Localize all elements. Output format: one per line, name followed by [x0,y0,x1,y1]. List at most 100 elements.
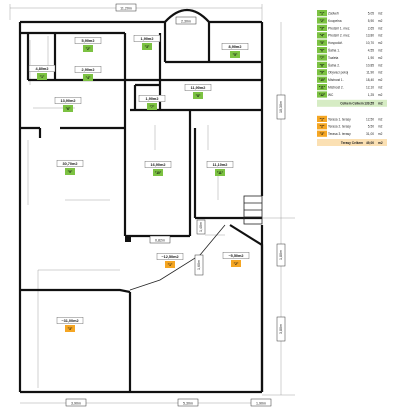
legend-room-code: "12" [319,93,326,97]
terrace-area: ~12,50m2 [161,255,178,259]
legend-room-code-box [317,84,327,91]
legend-room-code: "5" [320,41,325,45]
room-tag-box [215,169,225,176]
room-area: 13,90m2 [61,99,76,103]
legend-terraces-total-box [317,139,387,146]
dim-right-lower-a-box [276,243,286,267]
terrace-area-box [222,251,250,259]
legend-terrace-name: Terasa 3. terasy [328,132,351,136]
legend-room-unit: m2 [378,49,383,53]
legend-rooms-total-label: Celkem Celkem [340,102,364,106]
room-tag: "10" [155,171,162,175]
legend-room-code: "9" [320,71,325,75]
legend-rooms-total-unit: m2 [378,102,383,106]
legend-terrace-code-box [317,115,327,122]
legend-terraces-total-label: Terasy Celkem [341,141,363,145]
legend-room-code-box [317,39,327,46]
legend-room-code-box [317,76,327,83]
room-area-box [54,96,82,104]
terrace-area-box [156,252,184,260]
dim-bottom-mid: 5,30m [183,401,193,405]
legend-room-value: 18,40 [366,78,374,82]
room-label-r8: 16,90m2"10" [144,160,172,176]
legend-room-code: "4" [320,34,325,38]
room-area-box [133,35,161,42]
legend-terrace-code: "1" [320,117,325,121]
legend-room-code-box [317,17,327,24]
terrace-area-box [56,317,84,324]
dim-bottom-left-box [65,398,87,407]
legend-room-value: 12,10 [366,86,374,90]
dim-box-corridor [149,235,171,244]
dim-bottom-right-box [250,398,272,407]
room-area-box [184,83,212,91]
legend-room-name: Předsíň 1. mez. [328,26,350,30]
room-tag: "8" [196,94,201,98]
dim-box-bay [175,16,197,25]
legend-room-name: Místnost 2. [328,86,344,90]
dim-terrace-small: 1,60m [197,260,201,270]
legend-room-name: Koupelna [328,19,342,23]
legend-terrace-name: Terasa 1. terasy [328,117,351,121]
legend-room-name: Šatna 1. [328,48,340,53]
terrace-tag-box [231,260,241,267]
legend-room-name: WC [328,93,334,97]
room-tag-box [37,73,47,80]
legend-room-code: "2" [320,19,325,23]
legend-room-unit: m2 [378,86,383,90]
dim-box-terrace-small [194,254,204,276]
legend-room-code-box [317,91,327,98]
room-label-r4: 1,90m2"7" [138,94,166,110]
room-area-box [28,64,56,72]
walls [18,8,264,394]
legend-terrace-unit: m2 [378,117,383,121]
legend-room-unit: m2 [378,34,383,38]
legend-room-unit: m2 [378,78,383,82]
room-tag: "7" [150,105,155,109]
legend-room-value: 13,80 [366,34,374,38]
legend-room-code: "6" [320,49,325,53]
legend-room-unit: m2 [378,56,383,60]
legend-room-name: Místnost 1. [328,78,344,82]
room-tag: "11" [217,171,224,175]
room-area: 5,90m2 [82,39,95,43]
terrace-tag: "2" [234,262,239,266]
legend-terrace-name: Terasa 2. terasy [328,125,351,129]
room-label-r3: 13,90m2"6" [54,96,82,112]
room-area: 11,90m2 [191,86,206,90]
room-tag: "9" [68,170,73,174]
room-tag: "2" [86,47,91,51]
legend-room-value: 5,90 [368,19,374,23]
terrace-tag: "1" [168,263,173,267]
room-tag: "3" [145,45,150,49]
legend-room-value: 5,05 [368,12,374,16]
legend-terraces-total-unit: m2 [378,141,383,145]
room-tag-box [142,43,152,50]
legend-room-unit: m2 [378,41,383,45]
legend-room-code-box [317,47,327,54]
room-area: 8,90m2 [229,45,242,49]
legend-room-value: 10,85 [366,63,374,67]
room-area: 1,90m2 [141,37,154,41]
room-label-r9: 11,10m2"11" [206,160,234,176]
legend-room-value: 10,70 [366,41,374,45]
legend-room-name: Šatna 2. [328,62,340,67]
legend-terrace-unit: m2 [378,125,383,129]
room-area-box [56,159,84,167]
legend-room-name: Obývací pokoj [328,71,348,75]
room-tag-box [63,105,73,112]
terrace-label-t2: ~5,50m2"2" [222,251,250,267]
